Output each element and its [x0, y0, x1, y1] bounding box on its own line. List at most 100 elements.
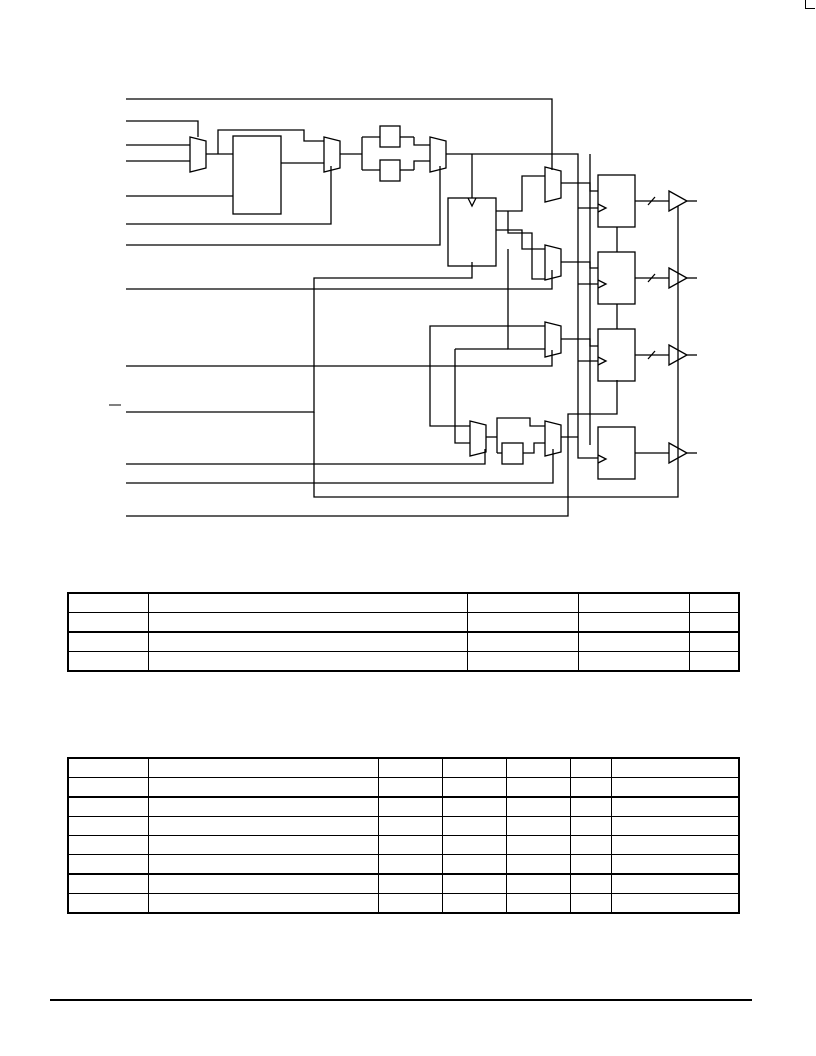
table-cell: [569, 893, 612, 914]
table-cell: [147, 796, 379, 817]
table-cell: [688, 612, 740, 633]
wire-top: [126, 98, 553, 170]
table-cell: [441, 893, 507, 914]
block-diagram: [109, 98, 697, 517]
mux-7: [469, 420, 487, 457]
block-2b: [379, 159, 401, 182]
clk-3: [597, 356, 608, 366]
footer-rule: [50, 999, 752, 1001]
page-corner-mark: [805, 0, 815, 9]
wire-in-8: [126, 350, 553, 367]
clk-1: [597, 203, 608, 213]
block-1: [232, 135, 282, 215]
block-2a: [379, 125, 401, 148]
wire-in-5: [126, 166, 332, 225]
table-cell: [466, 631, 579, 652]
table-cell: [67, 835, 149, 855]
table-cell: [569, 816, 612, 836]
table-2: [67, 757, 740, 914]
table-cell: [147, 592, 468, 613]
table-cell: [67, 631, 149, 652]
table-cell: [147, 757, 379, 778]
table-cell: [67, 757, 149, 778]
table-cell: [610, 893, 740, 914]
table-cell: [505, 893, 571, 914]
mux-2: [323, 136, 341, 173]
table-cell: [377, 777, 443, 798]
table-row: [67, 777, 740, 798]
table-cell: [147, 612, 468, 633]
flip-flop-4: [597, 426, 636, 480]
table-cell: [569, 835, 612, 855]
table-cell: [466, 651, 579, 672]
table-cell: [505, 796, 571, 817]
table-cell: [67, 893, 149, 914]
table-cell: [147, 893, 379, 914]
table-cell: [610, 757, 740, 778]
table-cell: [610, 835, 740, 855]
table-cell: [505, 854, 571, 875]
clk-4: [597, 454, 608, 464]
table-cell: [505, 777, 571, 798]
clock-mark-3: [467, 197, 477, 208]
table-cell: [147, 631, 468, 652]
table-cell: [441, 854, 507, 875]
table-row: [67, 612, 740, 633]
table-cell: [569, 854, 612, 875]
table-cell: [577, 612, 690, 633]
table-cell: [67, 592, 149, 613]
table-cell: [441, 873, 507, 894]
table-cell: [569, 796, 612, 817]
table-row: [67, 854, 740, 875]
table-row: [67, 835, 740, 855]
table-row: [67, 631, 740, 652]
table-cell: [577, 631, 690, 652]
table-cell: [67, 777, 149, 798]
table-row: [67, 873, 740, 894]
table-cell: [441, 796, 507, 817]
table-row: [67, 816, 740, 836]
table-cell: [67, 796, 149, 817]
table-cell: [688, 651, 740, 672]
table-cell: [610, 816, 740, 836]
table-cell: [569, 873, 612, 894]
mux-5: [544, 244, 562, 281]
table-cell: [441, 816, 507, 836]
wire-feedback-1: [217, 129, 324, 154]
table-cell: [569, 777, 612, 798]
table-cell: [505, 835, 571, 855]
table-row: [67, 651, 740, 672]
table-cell: [377, 757, 443, 778]
table-cell: [505, 873, 571, 894]
flip-flop-2: [597, 251, 636, 305]
mux-3: [429, 136, 447, 173]
table-cell: [147, 651, 468, 672]
table-cell: [505, 816, 571, 836]
wire-in-7: [126, 270, 553, 290]
table-row: [67, 592, 740, 613]
table-cell: [688, 631, 740, 652]
table-cell: [377, 854, 443, 875]
table-cell: [67, 651, 149, 672]
wire-in-6: [126, 166, 441, 246]
table-row: [67, 757, 740, 778]
table-cell: [466, 592, 579, 613]
wire-in-10: [126, 449, 486, 465]
table-cell: [67, 612, 149, 633]
table-row: [67, 796, 740, 817]
wire-mux3-out: [446, 153, 598, 459]
table-cell: [610, 873, 740, 894]
table-cell: [466, 612, 579, 633]
mux-4: [544, 166, 562, 203]
table-cell: [441, 835, 507, 855]
table-1: [67, 592, 740, 672]
block-3: [447, 197, 497, 267]
mux-6: [544, 321, 562, 358]
table-cell: [67, 873, 149, 894]
table-cell: [67, 816, 149, 836]
clk-2: [597, 279, 608, 289]
table-cell: [377, 816, 443, 836]
table-cell: [147, 835, 379, 855]
block-4: [501, 442, 524, 465]
table-cell: [441, 757, 507, 778]
